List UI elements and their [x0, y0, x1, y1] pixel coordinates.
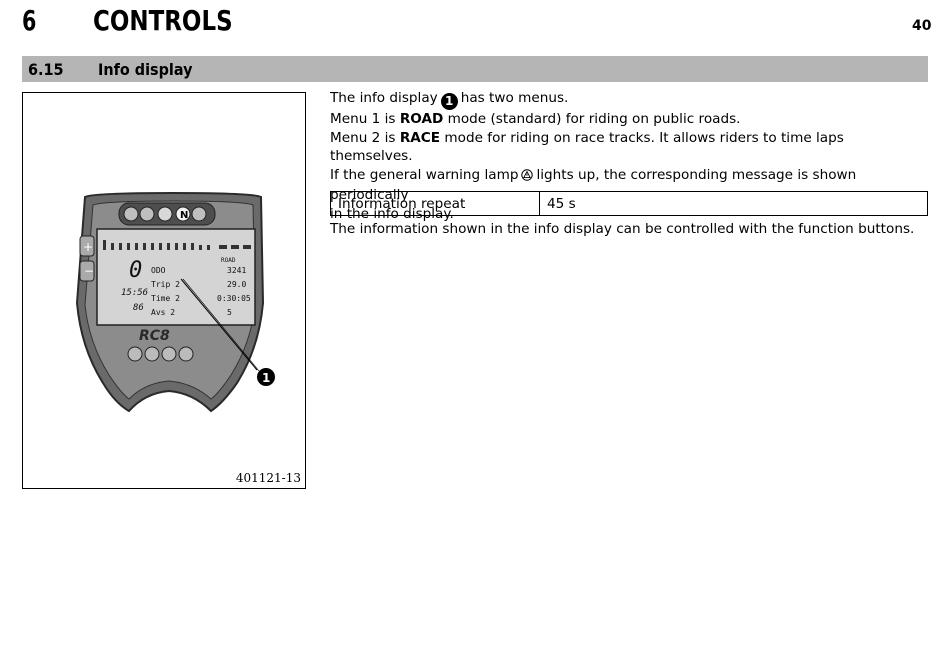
trip-value: 29.0 — [227, 280, 246, 289]
info-table: Information repeat 45 s — [330, 191, 928, 216]
svg-text:+: + — [83, 240, 93, 254]
callout-badge: 1 — [440, 93, 458, 110]
paragraph-2: Menu 1 is ROAD mode (standard) for ridin… — [330, 110, 928, 129]
figure-code: 401121-13 — [235, 471, 301, 485]
chapter-number: 6 — [22, 4, 37, 37]
odo-label: ODO — [151, 266, 166, 275]
chapter-title: CONTROLS — [93, 4, 233, 37]
p3-text-b: mode for riding on race tracks. It allow… — [330, 129, 844, 165]
p3-text-a: Menu 2 is — [330, 129, 396, 146]
trip-label: Trip 2 — [151, 280, 180, 289]
odo-value: 3241 — [227, 266, 246, 275]
p2-text-a: Menu 1 is — [330, 111, 396, 127]
section-header: 6.15 Info display — [22, 56, 928, 82]
indicator-lamp-icon — [123, 206, 139, 222]
paragraph-3: Menu 2 is RACE mode for riding on race t… — [330, 129, 928, 166]
section-number: 6.15 — [28, 60, 64, 79]
instrument-cluster-illustration: N + − ROAD 0 ODO 3241 Trip 2 29.0 15:56 … — [75, 191, 275, 413]
table-cell-value: 45 s — [539, 191, 928, 216]
avs-label: Avs 2 — [151, 308, 175, 317]
callout-1 — [257, 368, 275, 386]
table-row: Information repeat 45 s — [330, 191, 928, 216]
function-button-4 — [178, 346, 194, 362]
mode-readout: ROAD — [221, 257, 236, 264]
general-warning-lamp-icon — [521, 168, 534, 187]
clock-readout: 15:56 — [121, 288, 148, 298]
after-table-text: The information shown in the info displa… — [330, 221, 915, 237]
brand-logo: RC8 — [139, 328, 170, 344]
section-title: Info display — [98, 60, 193, 79]
instrument-cluster-figure: N + − ROAD 0 ODO 3241 Trip 2 29.0 15:56 … — [22, 92, 306, 489]
road-keyword: ROAD — [399, 111, 444, 127]
temp-readout: 86 — [133, 303, 144, 313]
p4-text-a: If the general warning lamp — [330, 166, 519, 183]
time-value: 0:30:05 — [217, 294, 251, 303]
p1-text-b: has two menus. — [460, 90, 569, 106]
svg-text:N: N — [180, 210, 188, 221]
page-number: 40 — [912, 18, 932, 34]
race-keyword: RACE — [399, 129, 441, 146]
speed-readout: 0 — [129, 258, 142, 283]
plus-button — [79, 235, 95, 257]
svg-text:−: − — [84, 264, 94, 278]
function-button-1 — [127, 346, 143, 362]
avs-value: 5 — [227, 308, 232, 317]
p1-text-a: The info display — [330, 90, 438, 106]
table-cell-label: Information repeat — [330, 191, 540, 216]
checkered-flag-icon — [157, 206, 173, 222]
function-button-2 — [144, 346, 160, 362]
p2-text-b: mode (standard) for riding on public roa… — [447, 111, 741, 127]
time-label: Time 2 — [151, 294, 180, 303]
neutral-icon — [175, 206, 191, 222]
callout-1-number: 1 — [262, 371, 270, 385]
minus-button — [79, 260, 95, 282]
warning-lamp-icon — [139, 206, 155, 222]
oil-lamp-icon — [191, 206, 207, 222]
function-button-3 — [161, 346, 177, 362]
